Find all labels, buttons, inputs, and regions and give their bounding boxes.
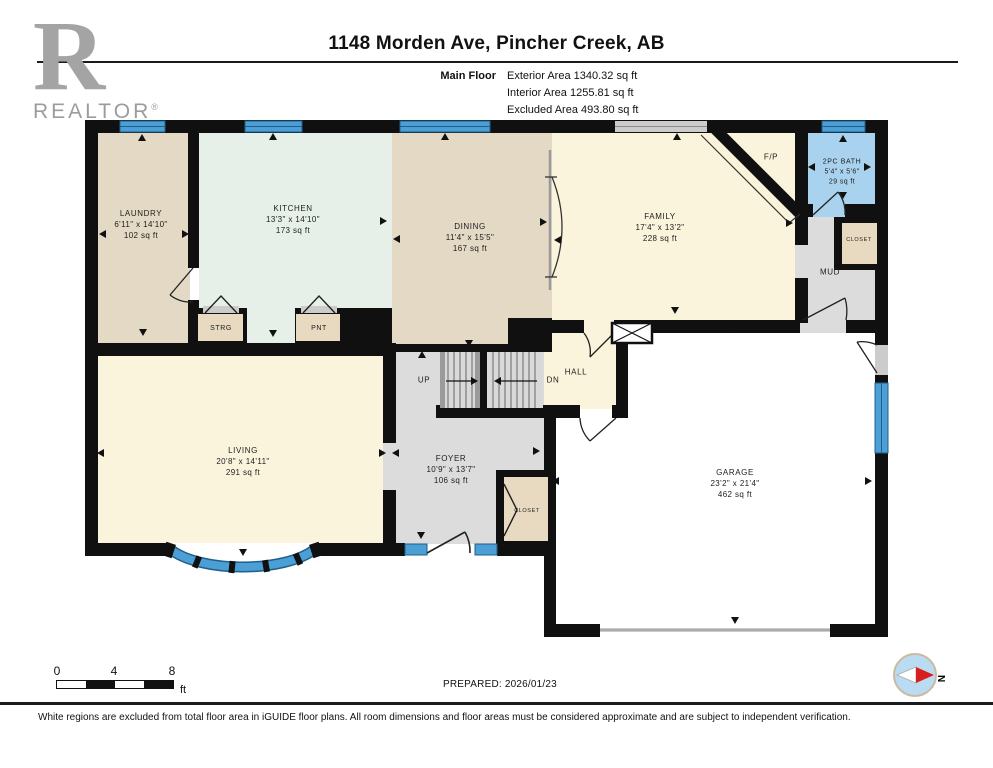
entry-sidelight-right (474, 543, 498, 556)
curved-wall (545, 150, 563, 290)
scale-bar-segments (56, 680, 174, 689)
excluded-area: Excluded Area 493.80 sq ft (507, 104, 639, 116)
foyer-closet (496, 470, 556, 548)
dimension-arrow-icon (673, 133, 681, 140)
dimension-arrow-icon (392, 449, 399, 457)
entry-sidelight-left (404, 543, 428, 556)
dimension-arrow-icon (839, 192, 847, 199)
bath-door (812, 191, 846, 216)
stairs (440, 352, 543, 408)
entry-door (426, 531, 471, 554)
scale-unit: ft (180, 684, 187, 696)
garage-side-door (875, 345, 888, 375)
room-label-pnt: PNT (311, 325, 327, 333)
dimension-arrow-icon (182, 230, 189, 238)
kitchen-closets (198, 294, 340, 341)
dimension-arrow-icon (465, 340, 473, 347)
prepared-date: PREPARED: 2026/01/23 (443, 679, 557, 690)
vent-box (610, 321, 654, 345)
floor-plan-drawing (85, 120, 889, 637)
stairs-down-label: DN (546, 375, 560, 385)
laundry-door (169, 267, 194, 303)
room-label-hall: HALL (564, 367, 588, 377)
dimension-arrow-icon (731, 617, 739, 624)
dimension-arrow-icon (139, 329, 147, 336)
floor-info: Main Floor Exterior Area 1340.32 sq ft I… (404, 68, 638, 119)
scale-tick-4: 4 (110, 664, 118, 678)
fireplace-label: F/P (763, 152, 779, 162)
compass-north-label: N (935, 675, 946, 682)
room-label-strg: STRG (210, 325, 232, 333)
hall-garage-door (579, 417, 617, 442)
page-title: 1148 Morden Ave, Pincher Creek, AB (328, 33, 665, 54)
dimension-arrow-icon (138, 134, 146, 141)
registered-mark: ® (151, 102, 161, 112)
dimension-arrow-icon (269, 330, 277, 337)
floor-label: Main Floor (440, 70, 496, 82)
room-label-closet: CLOSET (846, 237, 872, 244)
dimension-arrow-icon (418, 351, 426, 358)
dimension-arrow-icon (864, 163, 871, 171)
dimension-arrow-icon (808, 163, 815, 171)
header-divider (37, 61, 958, 63)
area-summary: Exterior Area 1340.32 sq ft Interior Are… (507, 68, 638, 119)
dimension-arrow-icon (239, 346, 247, 353)
scale-tick-8: 8 (168, 664, 176, 678)
stairs-up-label: UP (417, 375, 431, 385)
laundry-floor (98, 133, 190, 345)
compass-icon: N (893, 653, 946, 697)
dimension-arrow-icon (239, 549, 247, 556)
windows (119, 120, 889, 556)
dimension-arrow-icon (97, 449, 104, 457)
fireplace-wall (708, 122, 804, 218)
dimension-arrow-icon (839, 135, 847, 142)
realtor-logo-icon: R (33, 0, 105, 111)
dimension-arrow-icon (533, 447, 540, 455)
dimension-arrow-icon (417, 532, 425, 539)
dimension-arrow-icon (554, 236, 561, 244)
room-label-mud: MUD (819, 267, 841, 277)
dining-floor (392, 133, 552, 348)
dimension-arrow-icon (786, 219, 793, 227)
dimension-arrow-icon (99, 230, 106, 238)
interior-area: Interior Area 1255.81 sq ft (507, 87, 634, 99)
dimension-arrow-icon (671, 307, 679, 314)
bay-window (162, 541, 323, 574)
dimension-arrow-icon (865, 477, 872, 485)
patio-door (615, 121, 707, 132)
dimension-arrow-icon (552, 477, 559, 485)
hall-family-door (583, 332, 615, 358)
footer-divider (0, 702, 993, 705)
dimension-arrow-icon (380, 217, 387, 225)
dimension-arrow-icon (540, 218, 547, 226)
garage-exterior-door (856, 341, 878, 374)
realtor-logo: R REALTOR® (33, 6, 163, 126)
exterior-area: Exterior Area 1340.32 sq ft (507, 70, 638, 82)
scale-tick-0: 0 (53, 664, 61, 678)
bath-closet (834, 217, 877, 270)
dimension-arrow-icon (393, 235, 400, 243)
room-label-foyer-closet: CLOSET (514, 508, 540, 515)
doors (169, 191, 878, 554)
dimension-arrow-icon (269, 133, 277, 140)
dimension-arrow-icon (379, 449, 386, 457)
realtor-logo-word: REALTOR® (33, 100, 161, 123)
scale-bar: 0 4 8 ft (50, 664, 210, 696)
disclaimer-text: White regions are excluded from total fl… (38, 712, 851, 723)
living-floor (98, 356, 383, 543)
hall-floor (544, 333, 616, 409)
mud-garage-door (802, 297, 848, 321)
dimension-arrow-icon (731, 322, 739, 329)
dimension-arrow-icon (441, 133, 449, 140)
